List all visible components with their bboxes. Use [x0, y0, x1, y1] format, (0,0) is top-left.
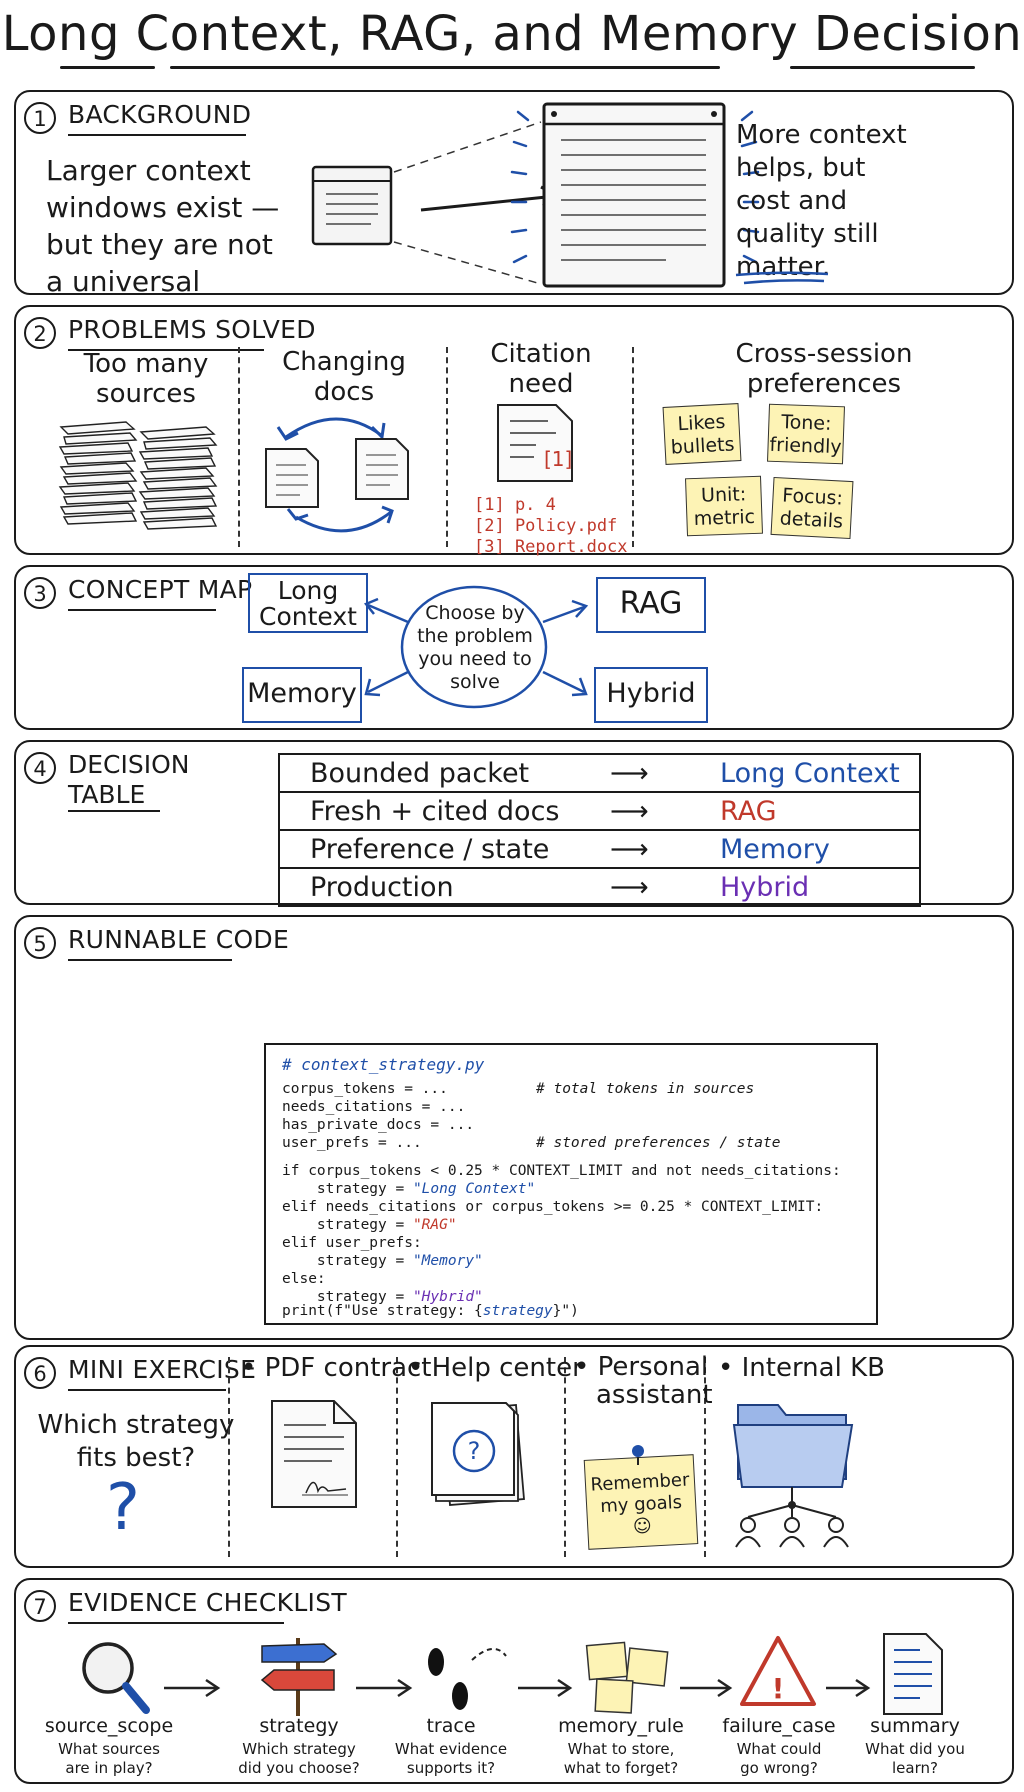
section-title: MINI EXERCISE [68, 1355, 257, 1384]
decision-row: Bounded packet⟶ Long Context [278, 753, 921, 793]
section-title: CONCEPT MAP [68, 575, 253, 604]
section-number: 4 [24, 752, 56, 784]
alert-icon: ! [771, 1672, 785, 1705]
citation-list: [1] p. 4 [2] Policy.pdf [3] Report.docx [474, 495, 628, 557]
section-number: 2 [24, 317, 56, 349]
pushpin-icon [632, 1445, 644, 1465]
contract-document-icon [271, 1400, 357, 1508]
svg-text:?: ? [468, 1437, 481, 1465]
sticky-note: Unit:metric [685, 475, 763, 537]
decision-row: Fresh + cited docs⟶ RAG [278, 791, 921, 831]
section-underline [68, 349, 264, 351]
folder-network-icon [732, 1404, 854, 1548]
section-number: 6 [24, 1357, 56, 1389]
title-underline [170, 66, 720, 69]
evidence-item-question: What to store,what to forget? [563, 1740, 679, 1777]
code-block: # context_strategy.py corpus_tokens = ..… [264, 1043, 878, 1325]
column-divider [446, 347, 448, 547]
concept-box-memory: Memory [242, 667, 362, 723]
column-divider [396, 1357, 398, 1557]
section-title: RUNNABLE CODE [68, 925, 290, 954]
sync-docs-icon [265, 417, 409, 533]
background-right-text: More context helps, but cost and quality… [736, 120, 907, 282]
column-divider [632, 347, 634, 547]
context-window-illustration [311, 102, 760, 288]
section-number: 5 [24, 927, 56, 959]
panel-runnable-code: 5 RUNNABLE CODE [14, 915, 1014, 1340]
concept-box-rag: RAG [596, 577, 706, 633]
column-divider [238, 347, 240, 547]
panel-background: 1 BACKGROUND Larger context windows exis… [14, 90, 1014, 335]
section-number: 1 [24, 102, 56, 134]
section-underline [68, 134, 246, 136]
concept-box-hybrid: Hybrid [594, 667, 708, 723]
section-title: EVIDENCE CHECKLIST [68, 1588, 347, 1617]
evidence-item-label: summary [870, 1715, 960, 1737]
evidence-item-label: failure_case [722, 1715, 836, 1737]
section-underline [68, 810, 160, 812]
evidence-item-label: strategy [259, 1715, 339, 1737]
evidence-icons [82, 1633, 943, 1716]
sticky-note: Focus:details [770, 476, 854, 540]
column-divider [704, 1357, 706, 1557]
section-underline [68, 609, 216, 611]
paper-stack-icon [58, 421, 218, 530]
exercise-item-help-center: • Help center [408, 1353, 583, 1383]
citation-marker: [1] [544, 447, 573, 471]
section-number: 7 [24, 1590, 56, 1622]
cited-document-icon [497, 404, 573, 482]
column-divider [228, 1357, 230, 1557]
question-mark-icon: ? [106, 1471, 140, 1545]
section-title: PROBLEMS SOLVED [68, 315, 316, 344]
exercise-item-pdf-contract: • PDF contract [241, 1353, 432, 1383]
panel-evidence-checklist: 7 EVIDENCE CHECKLIST [14, 1578, 1014, 1784]
evidence-item-label: trace [426, 1715, 476, 1737]
page-title: Long Context, RAG, and Memory Decision [1, 6, 1023, 62]
section-underline [68, 1389, 226, 1391]
section-number: 3 [24, 577, 56, 609]
help-document-icon: ? [431, 1402, 525, 1506]
section-underline [68, 959, 232, 961]
evidence-item-label: source_scope [44, 1715, 174, 1737]
concept-map-arrows [363, 585, 589, 709]
column-divider [564, 1357, 566, 1557]
blue-underline [735, 271, 829, 285]
title-underline [790, 66, 975, 69]
evidence-item-label: memory_rule [558, 1715, 684, 1737]
decision-row: Production⟶ Hybrid [278, 867, 921, 907]
decision-row: Preference / state⟶ Memory [278, 829, 921, 869]
section-underline [68, 1622, 284, 1624]
sticky-note: Tone:friendly [767, 403, 845, 465]
title-underline [60, 66, 155, 69]
exercise-item-internal-kb: • Internal KB [718, 1353, 885, 1383]
section-title: BACKGROUND [68, 100, 252, 129]
